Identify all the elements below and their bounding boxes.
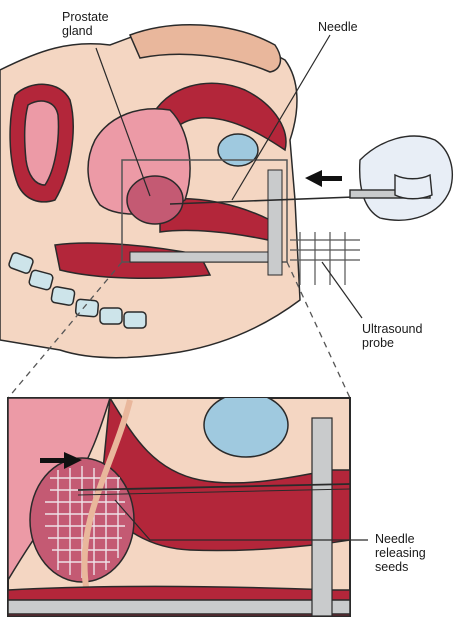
inset-rectum (99, 398, 350, 552)
arrow-left-icon (305, 170, 342, 187)
hand-with-syringe (349, 135, 453, 221)
probe-shaft (129, 251, 281, 263)
inset-seminal-vesicle (203, 398, 289, 458)
leader-line-seeds (114, 499, 368, 541)
leader-lines-top (95, 34, 363, 319)
bowel-inner (23, 100, 60, 186)
seminal-vesicle (217, 133, 259, 167)
prostate-gland (126, 175, 184, 225)
label-seeds-line2: releasing (375, 546, 426, 560)
inset-panel (7, 397, 368, 617)
label-prostate-line1: Prostate (62, 10, 109, 24)
label-seeds-line1: Needle (375, 532, 415, 546)
label-needle-releasing-seeds: Needle releasing seeds (375, 532, 426, 574)
needle-top (169, 195, 381, 205)
label-ultrasound-line1: Ultrasound (362, 322, 423, 336)
inset-probe-shaft (8, 599, 350, 615)
inset-needle-2 (77, 488, 351, 496)
label-ultrasound-line2: probe (362, 336, 394, 350)
inset-needle (77, 483, 351, 491)
rectum (149, 82, 287, 153)
inset-probe-vertical (311, 417, 333, 617)
probe-vertical (267, 169, 283, 276)
buttock-fold (128, 24, 282, 73)
arrow-right-icon (40, 452, 82, 469)
zoom-connectors (7, 261, 351, 399)
label-needle: Needle (318, 20, 358, 34)
spine (8, 252, 147, 329)
template-grid (290, 232, 360, 285)
label-seeds-line3: seeds (375, 560, 409, 574)
label-needle-text: Needle (318, 20, 358, 34)
label-prostate-gland: Prostate gland (62, 10, 109, 38)
top-anatomy (0, 24, 301, 359)
label-ultrasound-probe: Ultrasound probe (362, 322, 422, 350)
label-prostate-line2: gland (62, 24, 93, 38)
